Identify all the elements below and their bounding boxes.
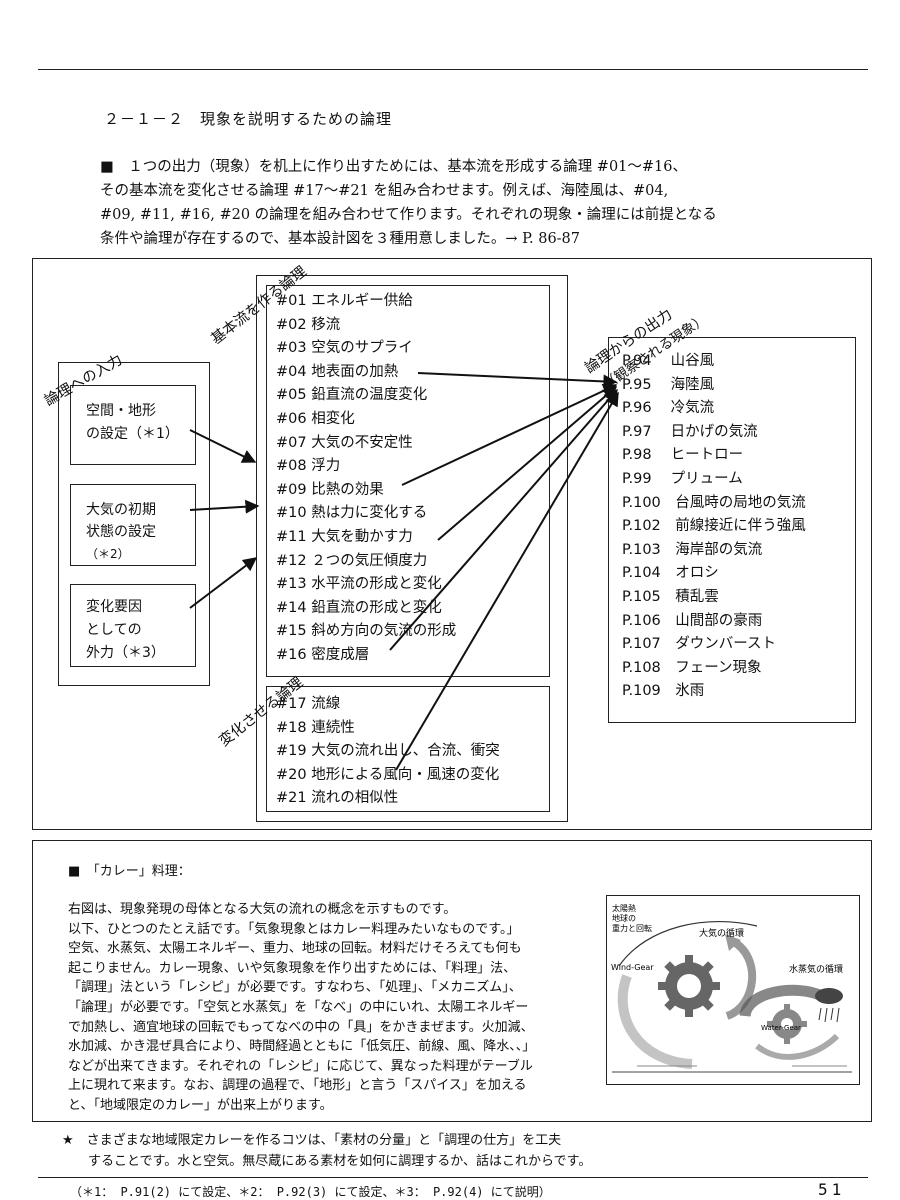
section-title: ２－１－２ 現象を説明するための論理 [104,110,393,128]
logic-item: #03 空気のサプライ [276,340,413,357]
page-number: 51 [818,1180,846,1199]
basic-logic-list: #01 エネルギー供給 #02 移流 #03 空気のサプライ #04 地表面の加… [276,290,456,668]
circulation-figure: 太陽熱 地球の 重力と回転 大気の循環 水蒸気の循環 Wind-Gear Wat… [611,903,852,1073]
logic-item: #16 密度成層 [276,646,370,663]
output-item: P.108 フェーン現象 [622,659,762,676]
arrow [437,386,618,541]
logic-item: #20 地形による風向・風速の変化 [276,766,500,783]
output-item: P.103 海岸部の気流 [622,541,763,558]
arrow [189,557,258,609]
logic-diagram-frame [32,258,872,830]
curry-body: 右図は、現象発現の母体となる大気の流れの概念を示すものです。 以下、ひとつのたと… [68,902,536,1113]
arrow [389,388,618,651]
logic-item: #13 水平流の形成と変化 [276,576,442,593]
output-item: P.107 ダウンバースト [622,636,777,653]
output-item: P.97 日かげの気流 [622,423,758,440]
logic-container [256,275,568,822]
outputs-list: P.94 山谷風 P.95 海陸風 P.96 冷気流 P.97 日かげの気流 P… [622,350,806,704]
logic-item: #21 流れの相似性 [276,790,399,807]
intro-line: ■ １つの出力（現象）を机上に作り出すためには、基本流を形成する論理 #01〜#… [100,159,688,175]
input-external-force-text: 変化要因 としての 外力（＊3） [86,599,165,661]
output-item: P.100 台風時の局地の気流 [622,494,806,511]
input-box-external-force [70,584,196,667]
logic-item: #18 連続性 [276,719,355,736]
output-item: P.102 前線接近に伴う強風 [622,518,806,535]
figure-label-vapor: 水蒸気の循環 [789,963,843,975]
arrow [395,391,619,771]
logic-item: #17 流線 [276,696,341,712]
change-logic-box [266,686,550,812]
outputs-box [608,337,856,723]
footer-rule [38,1177,868,1178]
figure-label-water-gear: Water-Gear [761,1024,801,1032]
arrow [189,499,260,514]
output-item: P.98 ヒートロー [622,447,744,464]
top-rule [38,69,868,70]
logic-item: #12 ２つの気圧傾度力 [276,552,428,569]
rain-cloud-icon [815,988,843,1023]
logic-item: #05 鉛直流の温度変化 [276,387,428,404]
figure-label-sun: 太陽熱 [612,903,636,913]
intro-line: その基本流を変化させる論理 #17〜#21 を組み合わせます。例えば、海陸風は、… [100,183,669,199]
wind-gear-icon [658,955,720,1017]
output-item: P.105 積乱雲 [622,588,719,605]
footnote: （＊1： P.91(2) にて設定、＊2： P.92(3) にて設定、＊3： P… [70,1185,551,1199]
curry-section-frame [32,840,872,1122]
logic-item: #06 相変化 [276,410,355,427]
logic-item: #09 比熱の効果 [276,481,384,498]
figure-label-air: 大気の循環 [699,927,744,939]
intro-line: #09, #11, #16, #20 の論理を組み合わせて作ります。それぞれの現… [100,207,717,223]
output-item: P.104 オロシ [622,565,719,582]
input-box-terrain [70,385,196,465]
input-box-initial-state [70,484,196,566]
logic-item: #04 地表面の加熱 [276,363,399,380]
output-item: P.99 プリューム [622,470,743,487]
arrow [417,372,618,389]
curry-heading: ■ 「カレー」料理： [68,864,191,879]
logic-item: #07 大気の不安定性 [276,434,413,451]
output-item: P.106 山間部の豪雨 [622,612,763,629]
output-item: P.95 海陸風 [622,376,715,393]
change-logic-list: #17 流線 #18 連続性 #19 大気の流れ出し、合流、衝突 #20 地形に… [276,693,500,811]
arrow [189,429,257,463]
input-initial-state-text: 大気の初期 状態の設定 （＊2） [86,502,156,561]
intro-paragraph: ■ １つの出力（現象）を机上に作り出すためには、基本流を形成する論理 #01〜#… [100,155,860,251]
logic-item: #15 斜め方向の気流の形成 [276,623,457,640]
logic-item: #02 移流 [276,316,341,333]
output-item: P.94 山谷風 [622,353,715,369]
figure-label-gravity: 重力と回転 [612,923,652,933]
input-terrain-text: 空間・地形 の設定（＊1） [86,403,179,442]
figure-label-wind-gear: Wind-Gear [611,963,654,972]
inputs-container [58,362,210,686]
tip-note: ★ さまざまな地域限定カレーを作るコツは、「素材の分量」と「調理の仕方」を工夫 … [62,1133,592,1169]
logic-item: #01 エネルギー供給 [276,293,413,309]
logic-item: #14 鉛直流の形成と変化 [276,599,442,616]
logic-item: #19 大気の流れ出し、合流、衝突 [276,743,500,760]
circulation-figure-frame [606,895,860,1085]
logic-item: #10 熱は力に変化する [276,505,428,522]
logic-item: #11 大気を動かす力 [276,528,413,545]
output-item: P.96 冷気流 [622,400,715,417]
figure-label-earth: 地球の [612,913,636,923]
output-item: P.109 氷雨 [622,683,705,700]
intro-line: 条件や論理が存在するので、基本設計図を３種用意しました。→ P. 86-87 [100,231,581,247]
logic-item: #08 浮力 [276,458,341,475]
water-gear-icon [767,1004,807,1044]
basic-logic-box [266,285,550,677]
arrow [401,383,618,486]
